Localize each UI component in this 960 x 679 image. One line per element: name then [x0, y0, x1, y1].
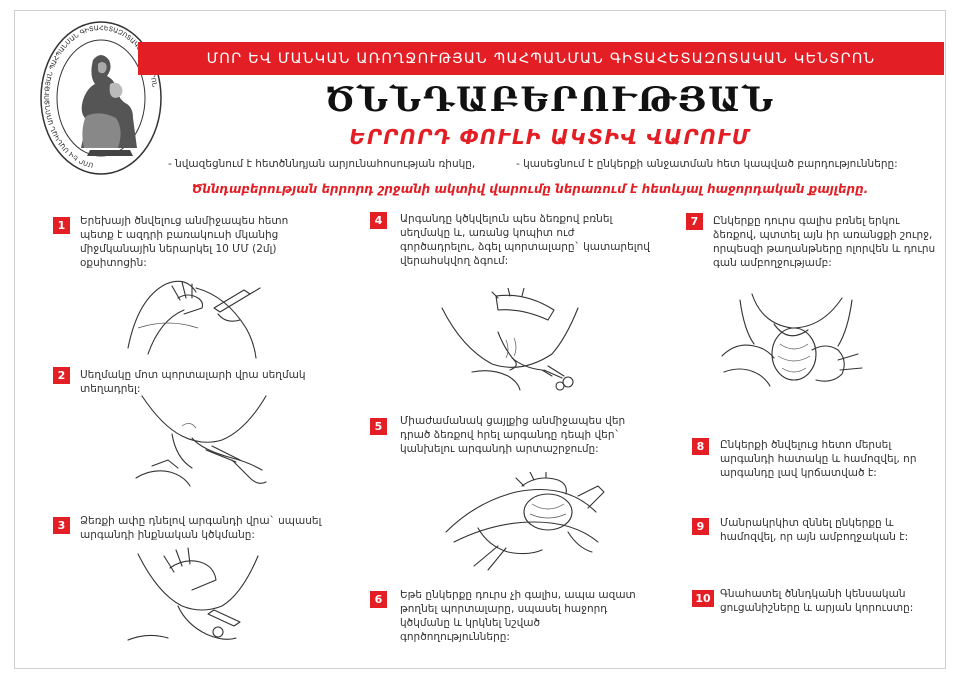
step-number-8: 8: [692, 438, 709, 455]
center-banner: ՄՈՐ ԵՎ ՄԱՆԿԱՆ ԱՌՈՂՋՈՒԹՅԱՆ ՊԱՀՊԱՆՄԱՆ ԳԻՏԱ…: [138, 42, 944, 75]
step-text-1: Երեխայի ծնվելուց անմիջապես հետո պետք է ա…: [80, 215, 289, 269]
step-text-4: Արգանդը կծկվելուն պես ձեռքով բռնել սեղմա…: [400, 213, 650, 267]
intro-text: Ծննդաբերության երրորդ շրջանի ակտիվ վարու…: [191, 182, 869, 196]
step-number-6: 6: [370, 591, 387, 608]
step-number-9: 9: [692, 518, 709, 535]
step-text-5: Միաժամանակ ցայլքից անմիջապես վեր դրած ձե…: [400, 415, 626, 455]
step-text-3: Ձեռքի ափը դնելով արգանդի վրա` սպասել արգ…: [80, 515, 322, 541]
illustration-uterus-support: [438, 469, 608, 576]
step-number-4: 4: [370, 212, 387, 229]
step-text-8: Ընկերքի ծնվելուց հետո մերսել արգանդի հատ…: [720, 439, 917, 479]
illustration-hand-on-uterus: [118, 544, 278, 654]
benefit-note-right: - կասեցնում է ընկերքի անջատման հետ կապվա…: [516, 158, 898, 170]
step-number-10: 10: [692, 590, 714, 607]
step-number-2: 2: [53, 367, 70, 384]
illustration-clamp-cord: [122, 386, 282, 502]
illustration-controlled-traction: [432, 287, 592, 400]
mother-child-statue-icon: [81, 55, 137, 156]
step-text-6: Եթե ընկերքը դուրս չի գալիս, ապա ազատ թող…: [400, 589, 636, 643]
page-frame: [14, 10, 946, 669]
sub-title: ԵՐՐՈՐԴ ՓՈՒԼԻ ԱԿՏԻՎ ՎԱՐՈՒՄ: [349, 125, 751, 149]
step-number-1: 1: [53, 217, 70, 234]
step-text-10: Գնահատել ծննդկանի կենսական ցուցանիշները …: [720, 588, 914, 614]
illustration-placenta-delivery: [712, 290, 872, 402]
step-text-2: Սեղմակը մոտ պորտալարի վրա սեղմակ տեղադրե…: [80, 369, 306, 395]
benefit-note-left: - նվազեցնում է հետծննդյան արյունահոսությ…: [168, 158, 476, 170]
step-number-5: 5: [370, 418, 387, 435]
step-text-7: Ընկերքը դուրս գալիս բռնել երկու ձեռքով, …: [713, 215, 936, 269]
center-logo: ՄՈՐ ԵՎ ՄԱՆԿԱՆ ԱՌՈՂՋՈՒԹՅԱՆ ՊԱՀՊԱՆՄԱՆ ԳԻՏԱ…: [38, 18, 164, 178]
step-number-7: 7: [686, 213, 703, 230]
step-text-9: Մանրակրկիտ զննել ընկերքը և համոզվել, որ …: [720, 517, 909, 543]
main-title: ԾՆՆԴԱԲԵՐՈՒԹՅԱՆ: [324, 80, 776, 120]
illustration-injection: [118, 268, 278, 364]
step-number-3: 3: [53, 517, 70, 534]
